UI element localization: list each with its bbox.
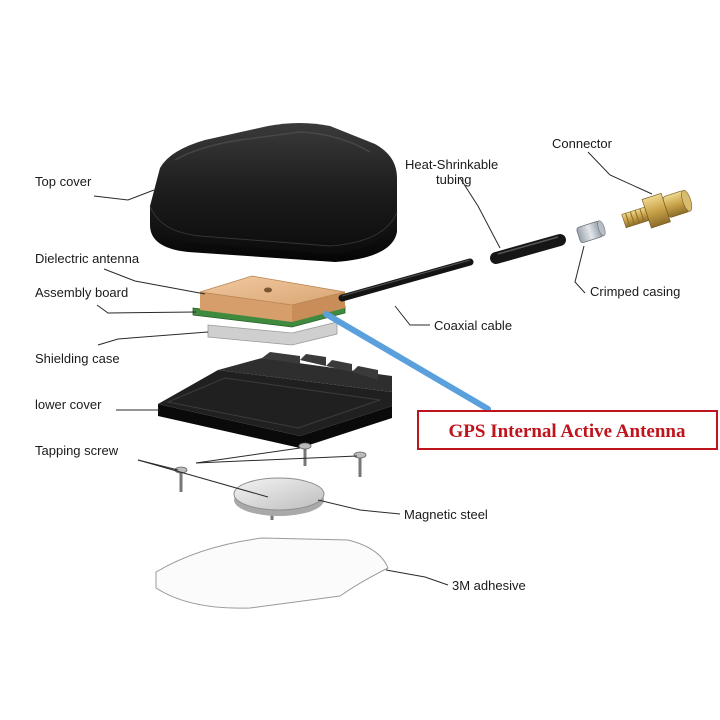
tapping-screw-2	[298, 442, 312, 466]
label-top-cover: Top cover	[35, 174, 92, 189]
leader-assembly-board	[96, 304, 197, 314]
label-heat-shrink-line2: tubing	[436, 172, 471, 187]
shielding-case-part	[207, 321, 338, 346]
leader-adhesive	[385, 569, 449, 586]
label-heat-shrink-line1: Heat-Shrinkable	[405, 157, 498, 172]
sma-connector-part	[621, 189, 693, 229]
leader-shielding-case	[97, 331, 209, 346]
label-magnetic-steel: Magnetic steel	[404, 507, 488, 522]
label-coaxial-cable: Coaxial cable	[434, 318, 512, 333]
label-crimped-casing: Crimped casing	[590, 284, 680, 299]
leader-heat-shrink	[459, 177, 501, 249]
leader-coaxial-cable	[394, 305, 430, 326]
label-assembly-board: Assembly board	[35, 285, 128, 300]
heat-shrink-tubing-part	[490, 234, 566, 264]
highlight-box	[417, 410, 718, 450]
leader-screw-a	[195, 447, 301, 464]
dielectric-antenna-part	[199, 275, 346, 322]
top-cover-part	[149, 123, 398, 262]
leader-lines	[93, 151, 653, 586]
label-3m-adhesive: 3M adhesive	[452, 578, 526, 593]
adhesive-sheet-part	[155, 537, 389, 609]
leader-magnetic-steel	[317, 499, 401, 515]
label-dielectric-antenna: Dielectric antenna	[35, 251, 140, 266]
leader-connector	[587, 151, 653, 195]
magnetic-steel-part	[233, 477, 325, 516]
highlight-callout: GPS Internal Active Antenna	[417, 410, 718, 450]
label-shielding-case: Shielding case	[35, 351, 120, 366]
leader-screw-b	[195, 455, 358, 464]
leader-dielectric-antenna	[103, 268, 206, 295]
highlight-title: GPS Internal Active Antenna	[449, 421, 686, 442]
label-lower-cover: lower cover	[35, 397, 102, 412]
leader-crimped-casing	[574, 245, 586, 294]
crimped-casing-part	[576, 220, 606, 243]
leader-top-cover	[93, 189, 155, 201]
highlight-pointer	[323, 311, 491, 412]
label-tapping-screw: Tapping screw	[35, 443, 119, 458]
label-connector: Connector	[552, 136, 613, 151]
lower-cover-part	[158, 352, 392, 448]
leader-screw-d	[137, 459, 269, 498]
coaxial-cable-part	[338, 258, 474, 302]
